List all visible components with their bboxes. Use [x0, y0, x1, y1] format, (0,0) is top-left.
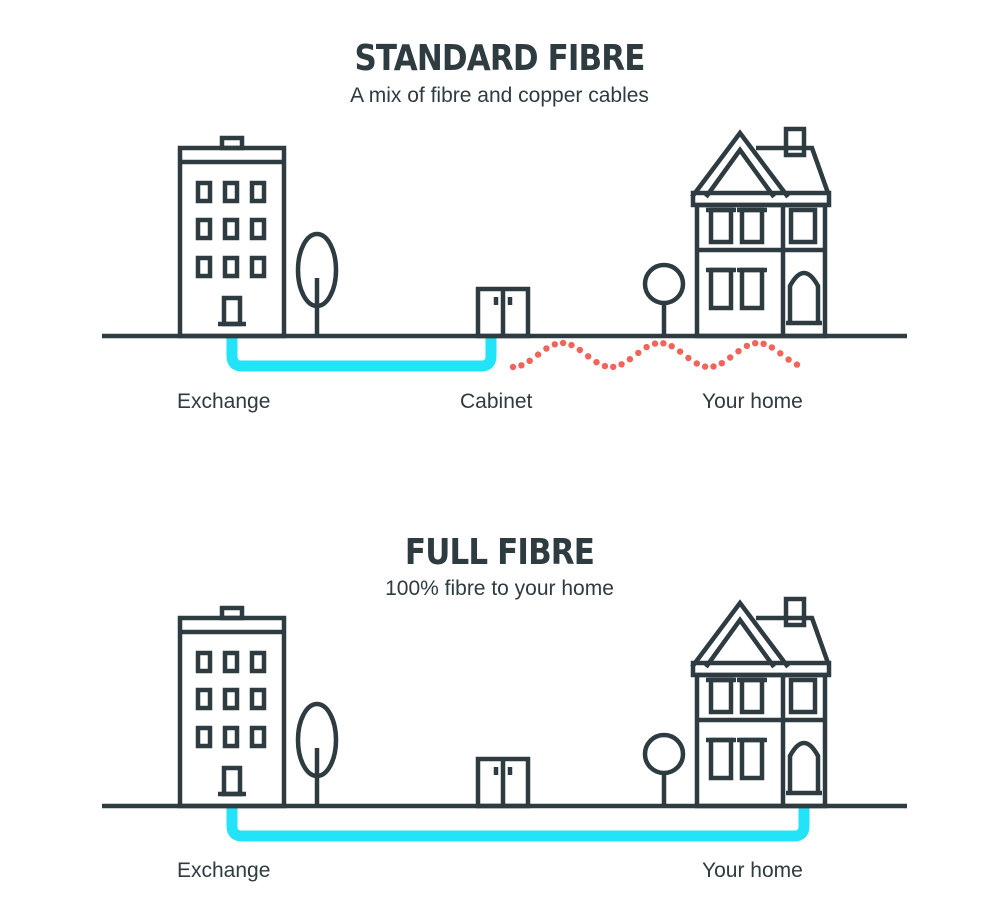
copper-dot [551, 341, 558, 348]
exchange-label: Exchange [177, 390, 271, 413]
standard-fibre-panel: STANDARD FIBRE A mix of fibre and copper… [102, 38, 907, 413]
copper-dot [752, 340, 759, 347]
standard-fibre-subtitle: A mix of fibre and copper cables [350, 84, 649, 107]
copper-dot [509, 363, 517, 371]
copper-dot [559, 339, 567, 347]
copper-dot [768, 344, 776, 351]
copper-dot [777, 350, 784, 357]
copper-dot [585, 353, 592, 360]
tree-icon [642, 732, 686, 806]
copper-dot [727, 354, 734, 361]
copper-dot [701, 363, 709, 370]
copper-cable [509, 339, 801, 371]
copper-dot [710, 363, 717, 370]
tree-icon [642, 262, 686, 336]
tree-icon [295, 231, 339, 336]
full-fibre-panel: FULL FIBRE 100% fibre to your home [0, 470, 999, 912]
home-label: Your home [702, 859, 803, 882]
copper-dot [743, 342, 751, 350]
copper-dot [534, 351, 542, 358]
standard-fibre-illustration [102, 126, 907, 372]
cabinet-icon [475, 286, 531, 339]
house-icon [690, 126, 832, 339]
exchange-building-icon [177, 605, 287, 809]
copper-dot [676, 348, 684, 355]
copper-dot [718, 360, 725, 367]
exchange-building-icon [177, 135, 287, 339]
copper-dot [651, 340, 659, 347]
copper-dot [635, 349, 642, 357]
house-icon [690, 596, 832, 809]
copper-dot [593, 359, 600, 366]
copper-dot [660, 340, 667, 347]
fibre-cable [226, 806, 810, 842]
standard-fibre-title: STANDARD FIBRE [354, 38, 645, 79]
full-fibre-subtitle: 100% fibre to your home [385, 577, 614, 600]
copper-dot [626, 356, 634, 363]
copper-dot [735, 348, 742, 355]
copper-dot [693, 360, 700, 367]
cabinet-icon [475, 756, 531, 809]
copper-dot [543, 345, 550, 352]
tree-icon [295, 701, 339, 806]
copper-dot [601, 362, 609, 370]
copper-dot [618, 361, 625, 368]
fibre-cable [226, 336, 497, 372]
copper-dot [526, 357, 533, 364]
full-fibre-illustration [102, 596, 907, 842]
copper-dot [785, 356, 792, 363]
copper-dot [685, 354, 692, 362]
copper-dot [760, 340, 767, 347]
copper-dot [518, 362, 525, 369]
home-label: Your home [702, 390, 803, 413]
copper-dot [643, 343, 650, 351]
cabinet-label: Cabinet [460, 390, 533, 413]
full-fibre-title: FULL FIBRE [404, 532, 595, 573]
copper-dot [668, 343, 675, 350]
copper-dot [576, 346, 583, 354]
copper-dot [568, 341, 575, 349]
copper-dot [610, 363, 617, 371]
exchange-label: Exchange [177, 859, 271, 882]
copper-dot [793, 361, 801, 368]
